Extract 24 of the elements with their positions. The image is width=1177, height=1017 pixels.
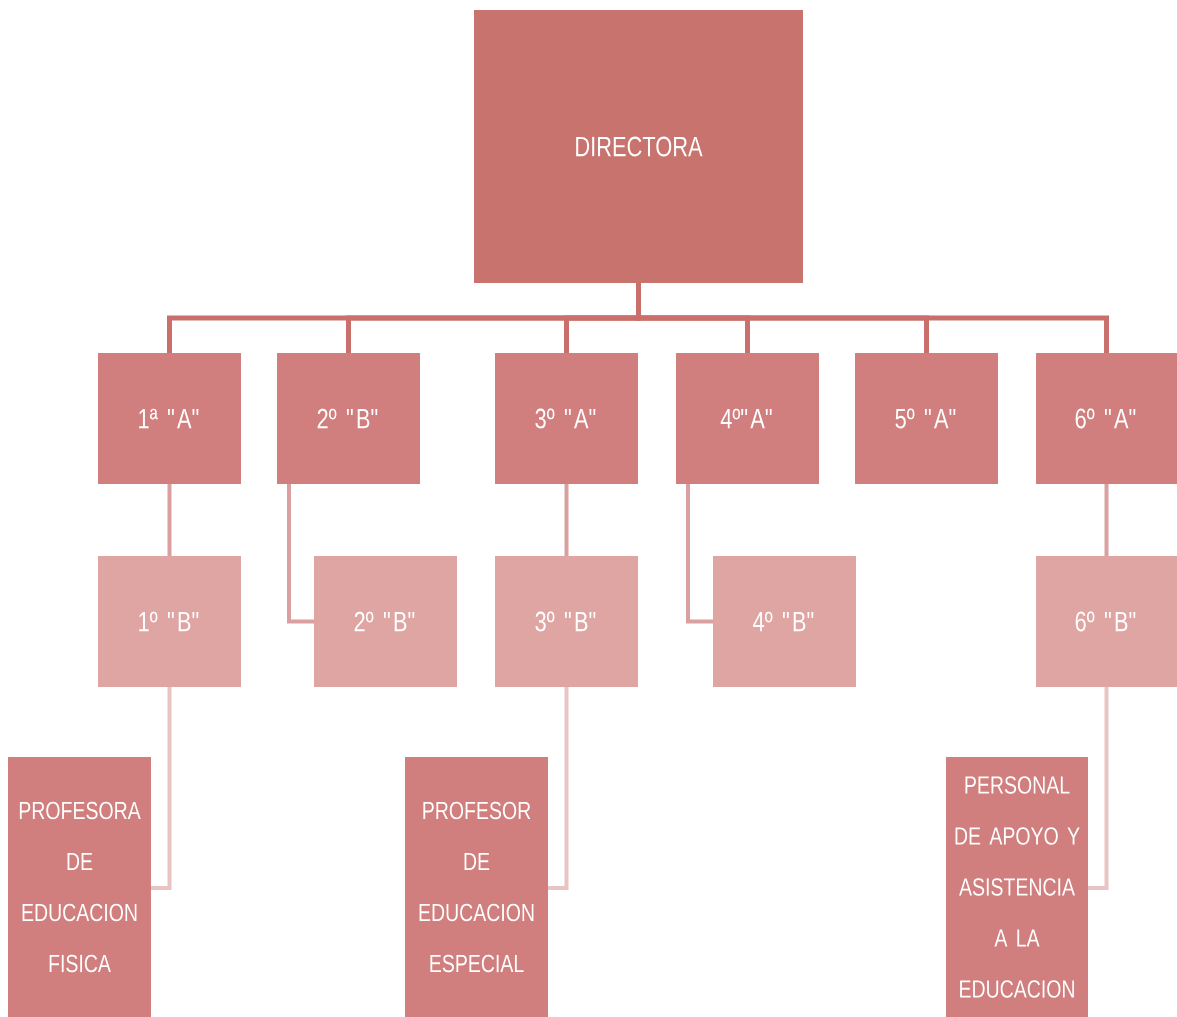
role-box: 5º "A" (855, 353, 998, 484)
connector-line (636, 283, 1109, 353)
connector-line (1088, 687, 1109, 890)
role-box: 1ª "A" (98, 353, 241, 484)
role-box: DIRECTORA (474, 10, 803, 283)
role-box: 6º "B" (1036, 556, 1177, 687)
connector-line (564, 484, 569, 556)
connector-line (1104, 484, 1109, 556)
role-box: PROFESOR DE EDUCACION ESPECIAL (405, 757, 548, 1017)
role-box: 3º "B" (495, 556, 638, 687)
role-box: PERSONAL DE APOYO Y ASISTENCIA A LA EDUCACION (946, 757, 1088, 1017)
connector-line (686, 484, 713, 624)
connector-line (151, 687, 172, 890)
role-box: 1º "B" (98, 556, 241, 687)
role-box: 3º "A" (495, 353, 638, 484)
role-box: PROFESORA DE EDUCACION FISICA (8, 757, 151, 1017)
connector-line (548, 687, 569, 890)
connector-line (167, 484, 172, 556)
role-box: 4º "B" (713, 556, 856, 687)
role-box: 4º"A" (676, 353, 819, 484)
role-box: 2º "B" (277, 353, 420, 484)
role-box: 6º "A" (1036, 353, 1177, 484)
connector-line (287, 484, 314, 624)
role-box: 2º "B" (314, 556, 457, 687)
